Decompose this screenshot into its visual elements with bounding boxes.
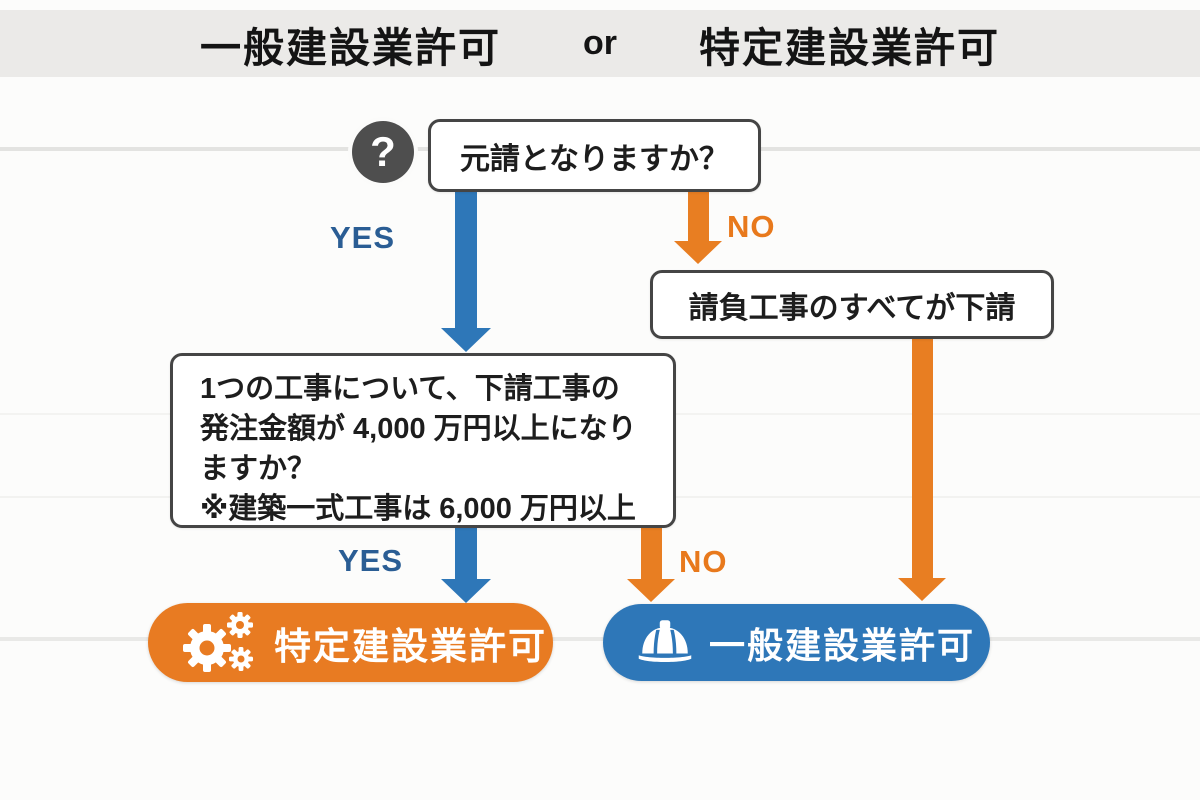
arrow-no-q2-head xyxy=(627,579,675,602)
subcontract-box-text: 請負工事のすべてが下請 xyxy=(688,291,1016,325)
subcontract-box: 請負工事のすべてが下請 xyxy=(650,270,1054,339)
label-yes-2: YES xyxy=(338,543,404,578)
question-box-amount: 1つの工事について、下請工事の 発注金額が 4,000 万円以上になり ますか？… xyxy=(170,353,676,528)
arrow-yes-q1-shaft xyxy=(455,187,477,329)
result-pill-tokutei: 特定建設業許可 xyxy=(148,603,553,682)
gears-icon xyxy=(180,611,256,675)
arrow-yes-q2-head xyxy=(441,579,491,603)
background-rule-line xyxy=(0,637,1200,641)
header-title-right: 特定建設業許可 xyxy=(699,24,1000,71)
label-no-1: NO xyxy=(727,209,776,244)
question-icon: ? xyxy=(352,121,414,183)
arrow-no-q1-shaft xyxy=(688,187,709,242)
arrow-subcontract-head xyxy=(898,578,946,601)
arrow-subcontract-shaft xyxy=(912,332,933,579)
question-box-amount-line4: ※建築一式工事は 6,000 万円以上 xyxy=(200,493,636,525)
result-pill-tokutei-label: 特定建設業許可 xyxy=(274,625,547,667)
label-yes-1: YES xyxy=(330,220,396,255)
arrow-no-q1-head xyxy=(674,241,722,264)
arrow-yes-q1-head xyxy=(441,328,491,352)
question-glyph: ? xyxy=(370,128,396,175)
result-pill-ippan: 一般建設業許可 xyxy=(603,604,990,681)
question-box-amount-line1: 1つの工事について、下請工事の xyxy=(200,373,620,405)
question-box-amount-line3: ますか？ xyxy=(200,453,317,485)
question-box-amount-line2: 発注金額が 4,000 万円以上になり xyxy=(200,413,637,445)
label-no-2: NO xyxy=(679,544,728,579)
helmet-icon xyxy=(637,619,693,666)
header-title-left: 一般建設業許可 xyxy=(200,24,501,71)
result-pill-ippan-label: 一般建設業許可 xyxy=(709,624,976,666)
header-connector-or: or xyxy=(583,24,617,62)
question-box-prime-contractor: 元請となりますか？ xyxy=(428,119,761,192)
header-bar: 一般建設業許可 or 特定建設業許可 xyxy=(0,10,1200,77)
arrow-yes-q2-shaft xyxy=(455,528,477,580)
question-box-prime-contractor-text: 元請となりますか？ xyxy=(459,142,730,176)
arrow-no-q2-shaft xyxy=(641,528,662,580)
